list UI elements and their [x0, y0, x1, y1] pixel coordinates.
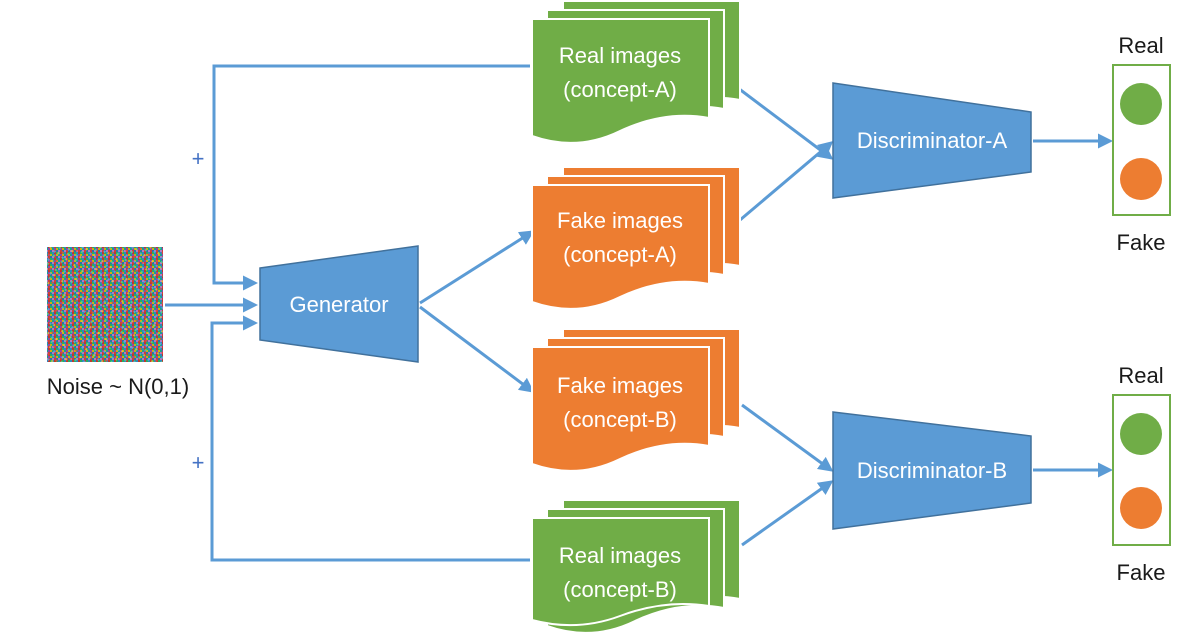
wire-generator-to-fake-b: [419, 305, 535, 393]
wire-fake-a-to-disc-a: [739, 141, 834, 222]
wire-generator-to-fake-a: [419, 230, 535, 305]
discriminator-a-label: Discriminator-A: [857, 128, 1008, 153]
fake-images-b-line1: Fake images: [557, 373, 683, 398]
connectors: [165, 64, 1113, 562]
noise-label: Noise ~ N(0,1): [47, 374, 189, 399]
output-b-real-label: Real: [1118, 363, 1163, 388]
wire-real-b-to-generator: [210, 315, 530, 562]
fake-images-a-line1: Fake images: [557, 208, 683, 233]
fake-images-a-stack: [531, 166, 741, 310]
wire-real-b-to-disc-b: [741, 480, 834, 547]
wire-fake-b-to-disc-b: [741, 403, 834, 472]
discriminator-b-label: Discriminator-B: [857, 458, 1007, 483]
output-a-fake-label: Fake: [1117, 230, 1166, 255]
output-b-fake-label: Fake: [1117, 560, 1166, 585]
real-images-a-stack: [531, 0, 741, 144]
output-a-fake-indicator: [1120, 158, 1162, 200]
output-a-real-indicator: [1120, 83, 1162, 125]
fake-images-a-line2: (concept-A): [563, 242, 677, 267]
output-a-real-label: Real: [1118, 33, 1163, 58]
wire-real-a-to-generator: [212, 64, 530, 291]
output-b-fake-indicator: [1120, 487, 1162, 529]
plus-sign-top: +: [192, 146, 205, 171]
discriminator-b-block: [832, 411, 1032, 530]
noise-image: [47, 247, 163, 362]
output-b-real-indicator: [1120, 413, 1162, 455]
real-images-a-line1: Real images: [559, 43, 681, 68]
real-images-a-line2: (concept-A): [563, 77, 677, 102]
generator-label: Generator: [289, 292, 388, 317]
discriminator-a-block: [832, 82, 1032, 199]
fake-images-b-stack: [531, 328, 741, 472]
real-images-b-line2: (concept-B): [563, 577, 677, 602]
plus-sign-bottom: +: [192, 450, 205, 475]
real-images-b-line1: Real images: [559, 543, 681, 568]
generator-block: [259, 245, 419, 363]
fake-images-b-line2: (concept-B): [563, 407, 677, 432]
wire-real-a-to-disc-a: [729, 80, 834, 160]
real-images-b-stack: [531, 499, 741, 632]
